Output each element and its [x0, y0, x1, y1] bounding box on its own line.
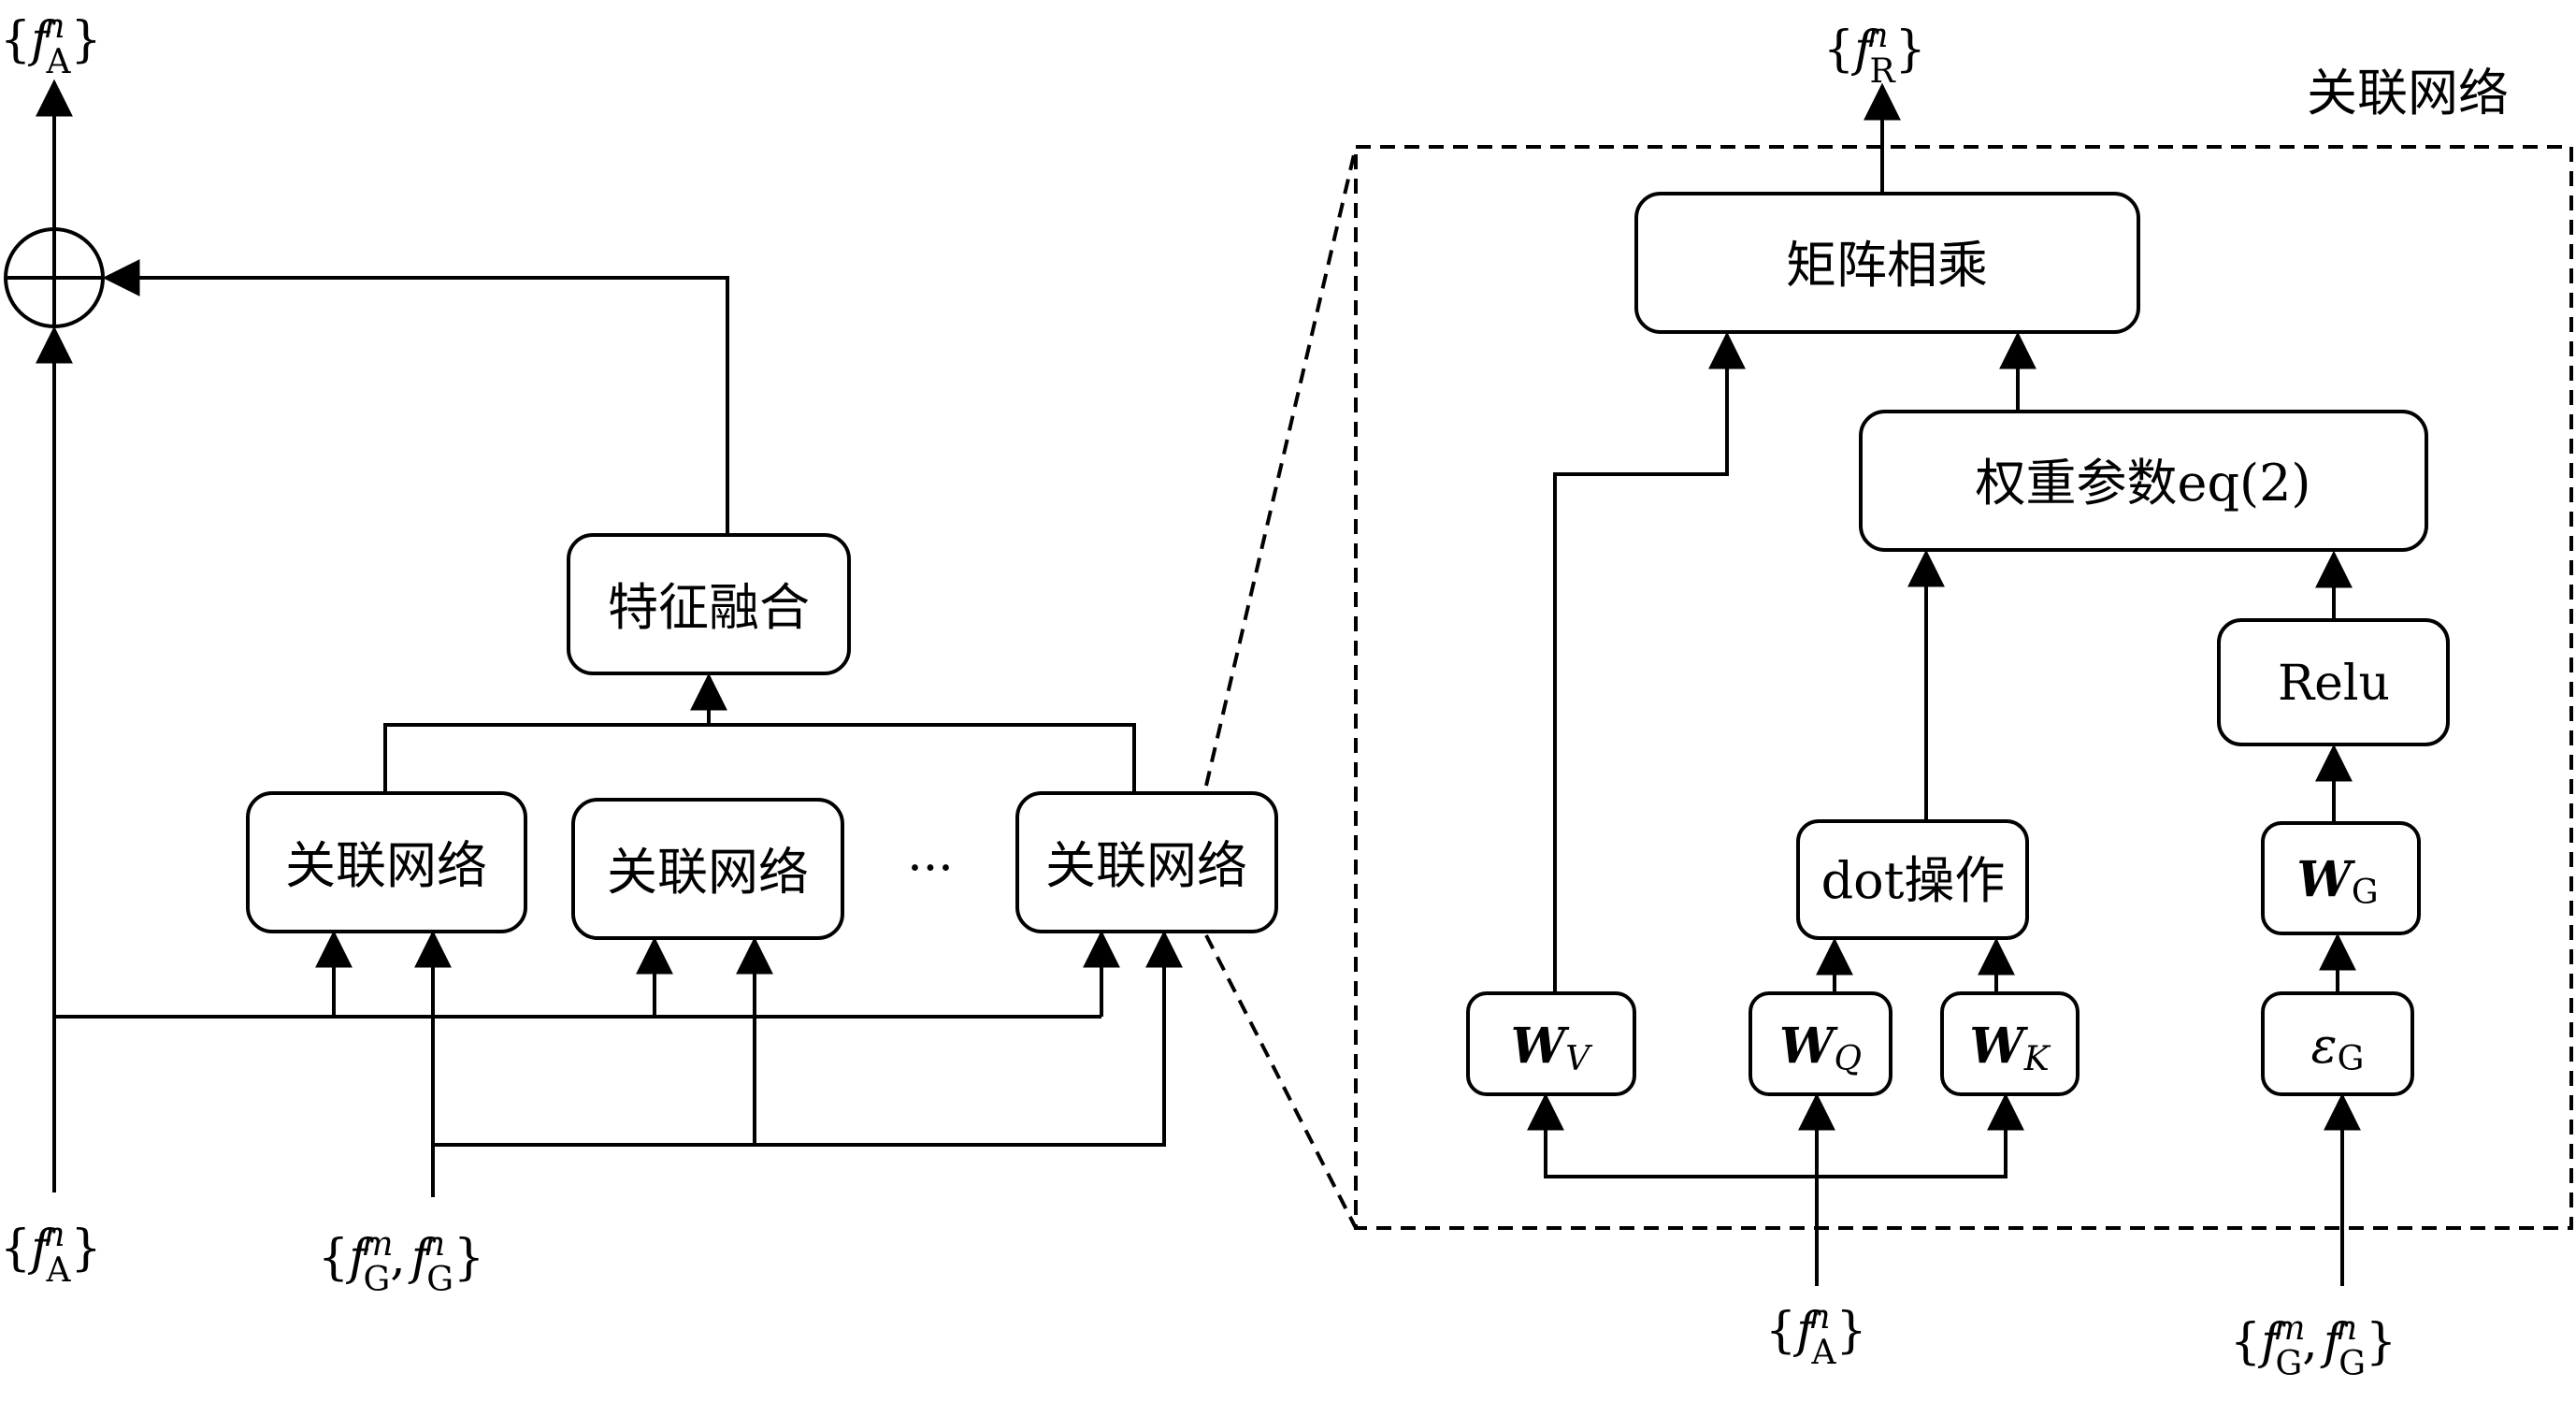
- relu-label: Relu: [2278, 656, 2390, 712]
- matmul-node: 矩阵相乘: [1634, 192, 2140, 334]
- eg-label: εG: [2311, 1019, 2365, 1078]
- relation-node-3: 关联网络: [1015, 791, 1278, 933]
- relation-node-label: 关联网络: [1045, 836, 1247, 895]
- edge-fa-to-wv: [1527, 1092, 1817, 1178]
- wk-node: WK: [1940, 991, 2080, 1096]
- relation-network-frame: [1354, 145, 2573, 1230]
- wq-label: WQ: [1779, 1018, 1862, 1078]
- relation-node-1: 关联网络: [246, 791, 527, 933]
- matmul-label: 矩阵相乘: [1786, 236, 1988, 295]
- wv-node: WV: [1466, 991, 1636, 1096]
- weight-label: 权重参数eq(2): [1975, 454, 2310, 513]
- fusion-node: 特征融合: [567, 533, 851, 675]
- edge-wv-to-matmul: [1553, 331, 1746, 993]
- relation-node-label: 关联网络: [285, 836, 487, 895]
- fusion-label: 特征融合: [608, 578, 810, 637]
- relation-node-label: 关联网络: [607, 843, 809, 902]
- zoom-line-top: [1204, 146, 1358, 787]
- edge-fusion-to-sum: [102, 259, 729, 535]
- sum-node: [4, 227, 105, 328]
- edge-relations-to-fusion: [383, 723, 1136, 793]
- ellipsis: ···: [907, 841, 954, 897]
- wv-label: WV: [1511, 1018, 1593, 1078]
- relation-network-title: 关联网络: [2307, 64, 2509, 123]
- dot-label: dot操作: [1821, 851, 2006, 910]
- wg-node: WG: [2261, 821, 2421, 935]
- dot-node: dot操作: [1796, 819, 2029, 940]
- eg-node: εG: [2261, 991, 2414, 1096]
- wg-label: WG: [2296, 851, 2378, 912]
- weight-node: 权重参数eq(2): [1859, 410, 2428, 552]
- edge-fa-to-wk: [1817, 1092, 2024, 1178]
- zoom-line-bottom: [1204, 934, 1358, 1229]
- wk-label: WK: [1969, 1018, 2051, 1078]
- relation-node-2: 关联网络: [571, 798, 844, 940]
- relu-node: Relu: [2217, 618, 2450, 746]
- wq-node: WQ: [1749, 991, 1892, 1096]
- edge-fg-bus: [431, 930, 1183, 1197]
